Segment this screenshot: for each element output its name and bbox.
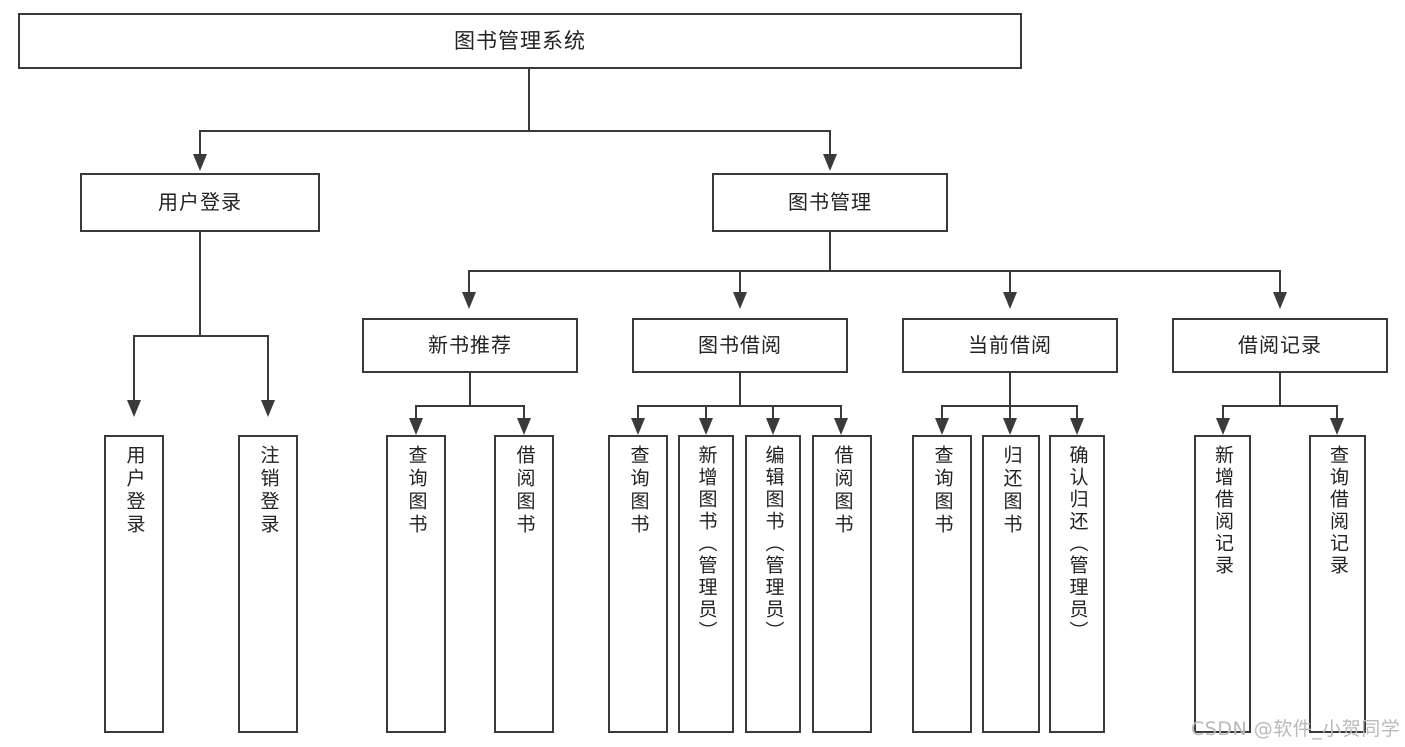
connector-new-book-to-leaf-2 bbox=[523, 405, 525, 421]
arrowhead-user-login-to-leaf-1 bbox=[127, 400, 141, 417]
node-label: 借阅记录 bbox=[1238, 333, 1322, 357]
connector-bm-to-borrow-record bbox=[1279, 270, 1281, 294]
leaf-new-book-query-book[interactable]: 查询图书 bbox=[386, 435, 446, 733]
leaf-book-borrow-edit-book-admin[interactable]: 编辑图书（管理员） bbox=[745, 435, 801, 733]
connector-borrow-record-split-bar bbox=[1222, 405, 1338, 407]
connector-book-management-split-bar bbox=[468, 270, 1280, 272]
arrowhead-bm-to-book-borrow bbox=[733, 292, 747, 309]
connector-user-login-split-bar bbox=[133, 335, 268, 337]
arrowhead-br-to-leaf-1 bbox=[1216, 418, 1230, 435]
node-label: 确认归还（管理员） bbox=[1066, 445, 1089, 643]
node-label: 图书管理系统 bbox=[454, 28, 586, 53]
arrowhead-user-login-to-leaf-2 bbox=[261, 400, 275, 417]
leaf-book-borrow-borrow-book[interactable]: 借阅图书 bbox=[812, 435, 872, 733]
connector-new-book-to-leaf-1 bbox=[415, 405, 417, 421]
leaf-current-borrow-query-book[interactable]: 查询图书 bbox=[912, 435, 972, 733]
node-borrow-record[interactable]: 借阅记录 bbox=[1172, 318, 1388, 373]
arrowhead-root-to-user-login bbox=[193, 154, 207, 171]
node-root-book-management-system[interactable]: 图书管理系统 bbox=[18, 13, 1022, 69]
arrowhead-root-to-book-management bbox=[823, 154, 837, 171]
leaf-book-borrow-add-book-admin[interactable]: 新增图书（管理员） bbox=[678, 435, 734, 733]
node-label: 用户登录 bbox=[158, 190, 242, 214]
node-user-login[interactable]: 用户登录 bbox=[80, 173, 320, 232]
node-label: 图书借阅 bbox=[698, 333, 782, 357]
arrowhead-bb-to-leaf-3 bbox=[766, 418, 780, 435]
node-label: 归还图书 bbox=[1000, 445, 1023, 537]
connector-br-to-leaf-2 bbox=[1336, 405, 1338, 421]
arrowhead-cb-to-leaf-3 bbox=[1070, 418, 1084, 435]
connector-current-borrow-stem bbox=[1009, 373, 1011, 407]
node-label: 编辑图书（管理员） bbox=[762, 445, 785, 643]
node-label: 新书推荐 bbox=[428, 333, 512, 357]
node-book-borrow[interactable]: 图书借阅 bbox=[632, 318, 848, 373]
arrowhead-bb-to-leaf-4 bbox=[834, 418, 848, 435]
node-current-borrow[interactable]: 当前借阅 bbox=[902, 318, 1118, 373]
connector-book-borrow-split-bar bbox=[637, 405, 842, 407]
connector-book-management-stem bbox=[829, 232, 831, 272]
leaf-current-borrow-confirm-return-admin[interactable]: 确认归还（管理员） bbox=[1049, 435, 1105, 733]
leaf-current-borrow-return-book[interactable]: 归还图书 bbox=[982, 435, 1040, 733]
connector-new-book-stem bbox=[469, 373, 471, 407]
leaf-borrow-record-add-record[interactable]: 新增借阅记录 bbox=[1194, 435, 1251, 733]
leaf-borrow-record-query-record[interactable]: 查询借阅记录 bbox=[1309, 435, 1366, 733]
node-label: 查询图书 bbox=[405, 445, 428, 537]
node-label: 借阅图书 bbox=[513, 445, 536, 537]
connector-root-to-user-login bbox=[199, 130, 201, 156]
connector-cb-to-leaf-3 bbox=[1076, 405, 1078, 421]
node-label: 借阅图书 bbox=[831, 445, 854, 537]
connector-root-split-bar bbox=[199, 130, 831, 132]
connector-bb-to-leaf-3 bbox=[772, 405, 774, 421]
arrowhead-cb-to-leaf-1 bbox=[935, 418, 949, 435]
connector-user-login-stem bbox=[199, 232, 201, 336]
connector-bb-to-leaf-2 bbox=[705, 405, 707, 421]
connector-borrow-record-stem bbox=[1279, 373, 1281, 407]
connector-cb-to-leaf-1 bbox=[941, 405, 943, 421]
node-label: 图书管理 bbox=[788, 190, 872, 214]
connector-root-to-book-management bbox=[829, 130, 831, 156]
connector-book-borrow-stem bbox=[739, 373, 741, 407]
connector-new-book-split-bar bbox=[415, 405, 525, 407]
arrowhead-new-book-to-leaf-1 bbox=[409, 418, 423, 435]
connector-bm-to-new-book bbox=[468, 270, 470, 294]
leaf-user-login-logout[interactable]: 注销登录 bbox=[238, 435, 298, 733]
connector-bm-to-current-borrow bbox=[1009, 270, 1011, 294]
node-label: 当前借阅 bbox=[968, 333, 1052, 357]
connector-bm-to-book-borrow bbox=[739, 270, 741, 294]
node-label: 用户登录 bbox=[123, 445, 146, 537]
connector-user-login-to-leaf-1 bbox=[133, 335, 135, 402]
node-label: 查询图书 bbox=[627, 445, 650, 537]
connector-user-login-to-leaf-2 bbox=[267, 335, 269, 402]
connector-br-to-leaf-1 bbox=[1222, 405, 1224, 421]
arrowhead-bm-to-borrow-record bbox=[1273, 292, 1287, 309]
connector-bb-to-leaf-4 bbox=[840, 405, 842, 421]
connector-bb-to-leaf-1 bbox=[637, 405, 639, 421]
arrowhead-bb-to-leaf-2 bbox=[699, 418, 713, 435]
arrowhead-bb-to-leaf-1 bbox=[631, 418, 645, 435]
leaf-user-login-login[interactable]: 用户登录 bbox=[104, 435, 164, 733]
leaf-book-borrow-query-book[interactable]: 查询图书 bbox=[608, 435, 668, 733]
arrowhead-br-to-leaf-2 bbox=[1330, 418, 1344, 435]
arrowhead-bm-to-new-book bbox=[462, 292, 476, 309]
arrowhead-cb-to-leaf-2 bbox=[1003, 418, 1017, 435]
node-label: 查询图书 bbox=[931, 445, 954, 537]
node-new-book-recommend[interactable]: 新书推荐 bbox=[362, 318, 578, 373]
arrowhead-new-book-to-leaf-2 bbox=[517, 418, 531, 435]
node-label: 新增图书（管理员） bbox=[695, 445, 718, 643]
node-label: 查询借阅记录 bbox=[1327, 445, 1349, 577]
arrowhead-bm-to-current-borrow bbox=[1003, 292, 1017, 309]
node-label: 新增借阅记录 bbox=[1212, 445, 1234, 577]
connector-root-stem bbox=[528, 69, 530, 131]
node-book-management[interactable]: 图书管理 bbox=[712, 173, 948, 232]
leaf-new-book-borrow-book[interactable]: 借阅图书 bbox=[494, 435, 554, 733]
node-label: 注销登录 bbox=[257, 445, 280, 537]
connector-cb-to-leaf-2 bbox=[1009, 405, 1011, 421]
watermark-text: CSDN @软件_小贺同学 bbox=[1191, 718, 1401, 740]
